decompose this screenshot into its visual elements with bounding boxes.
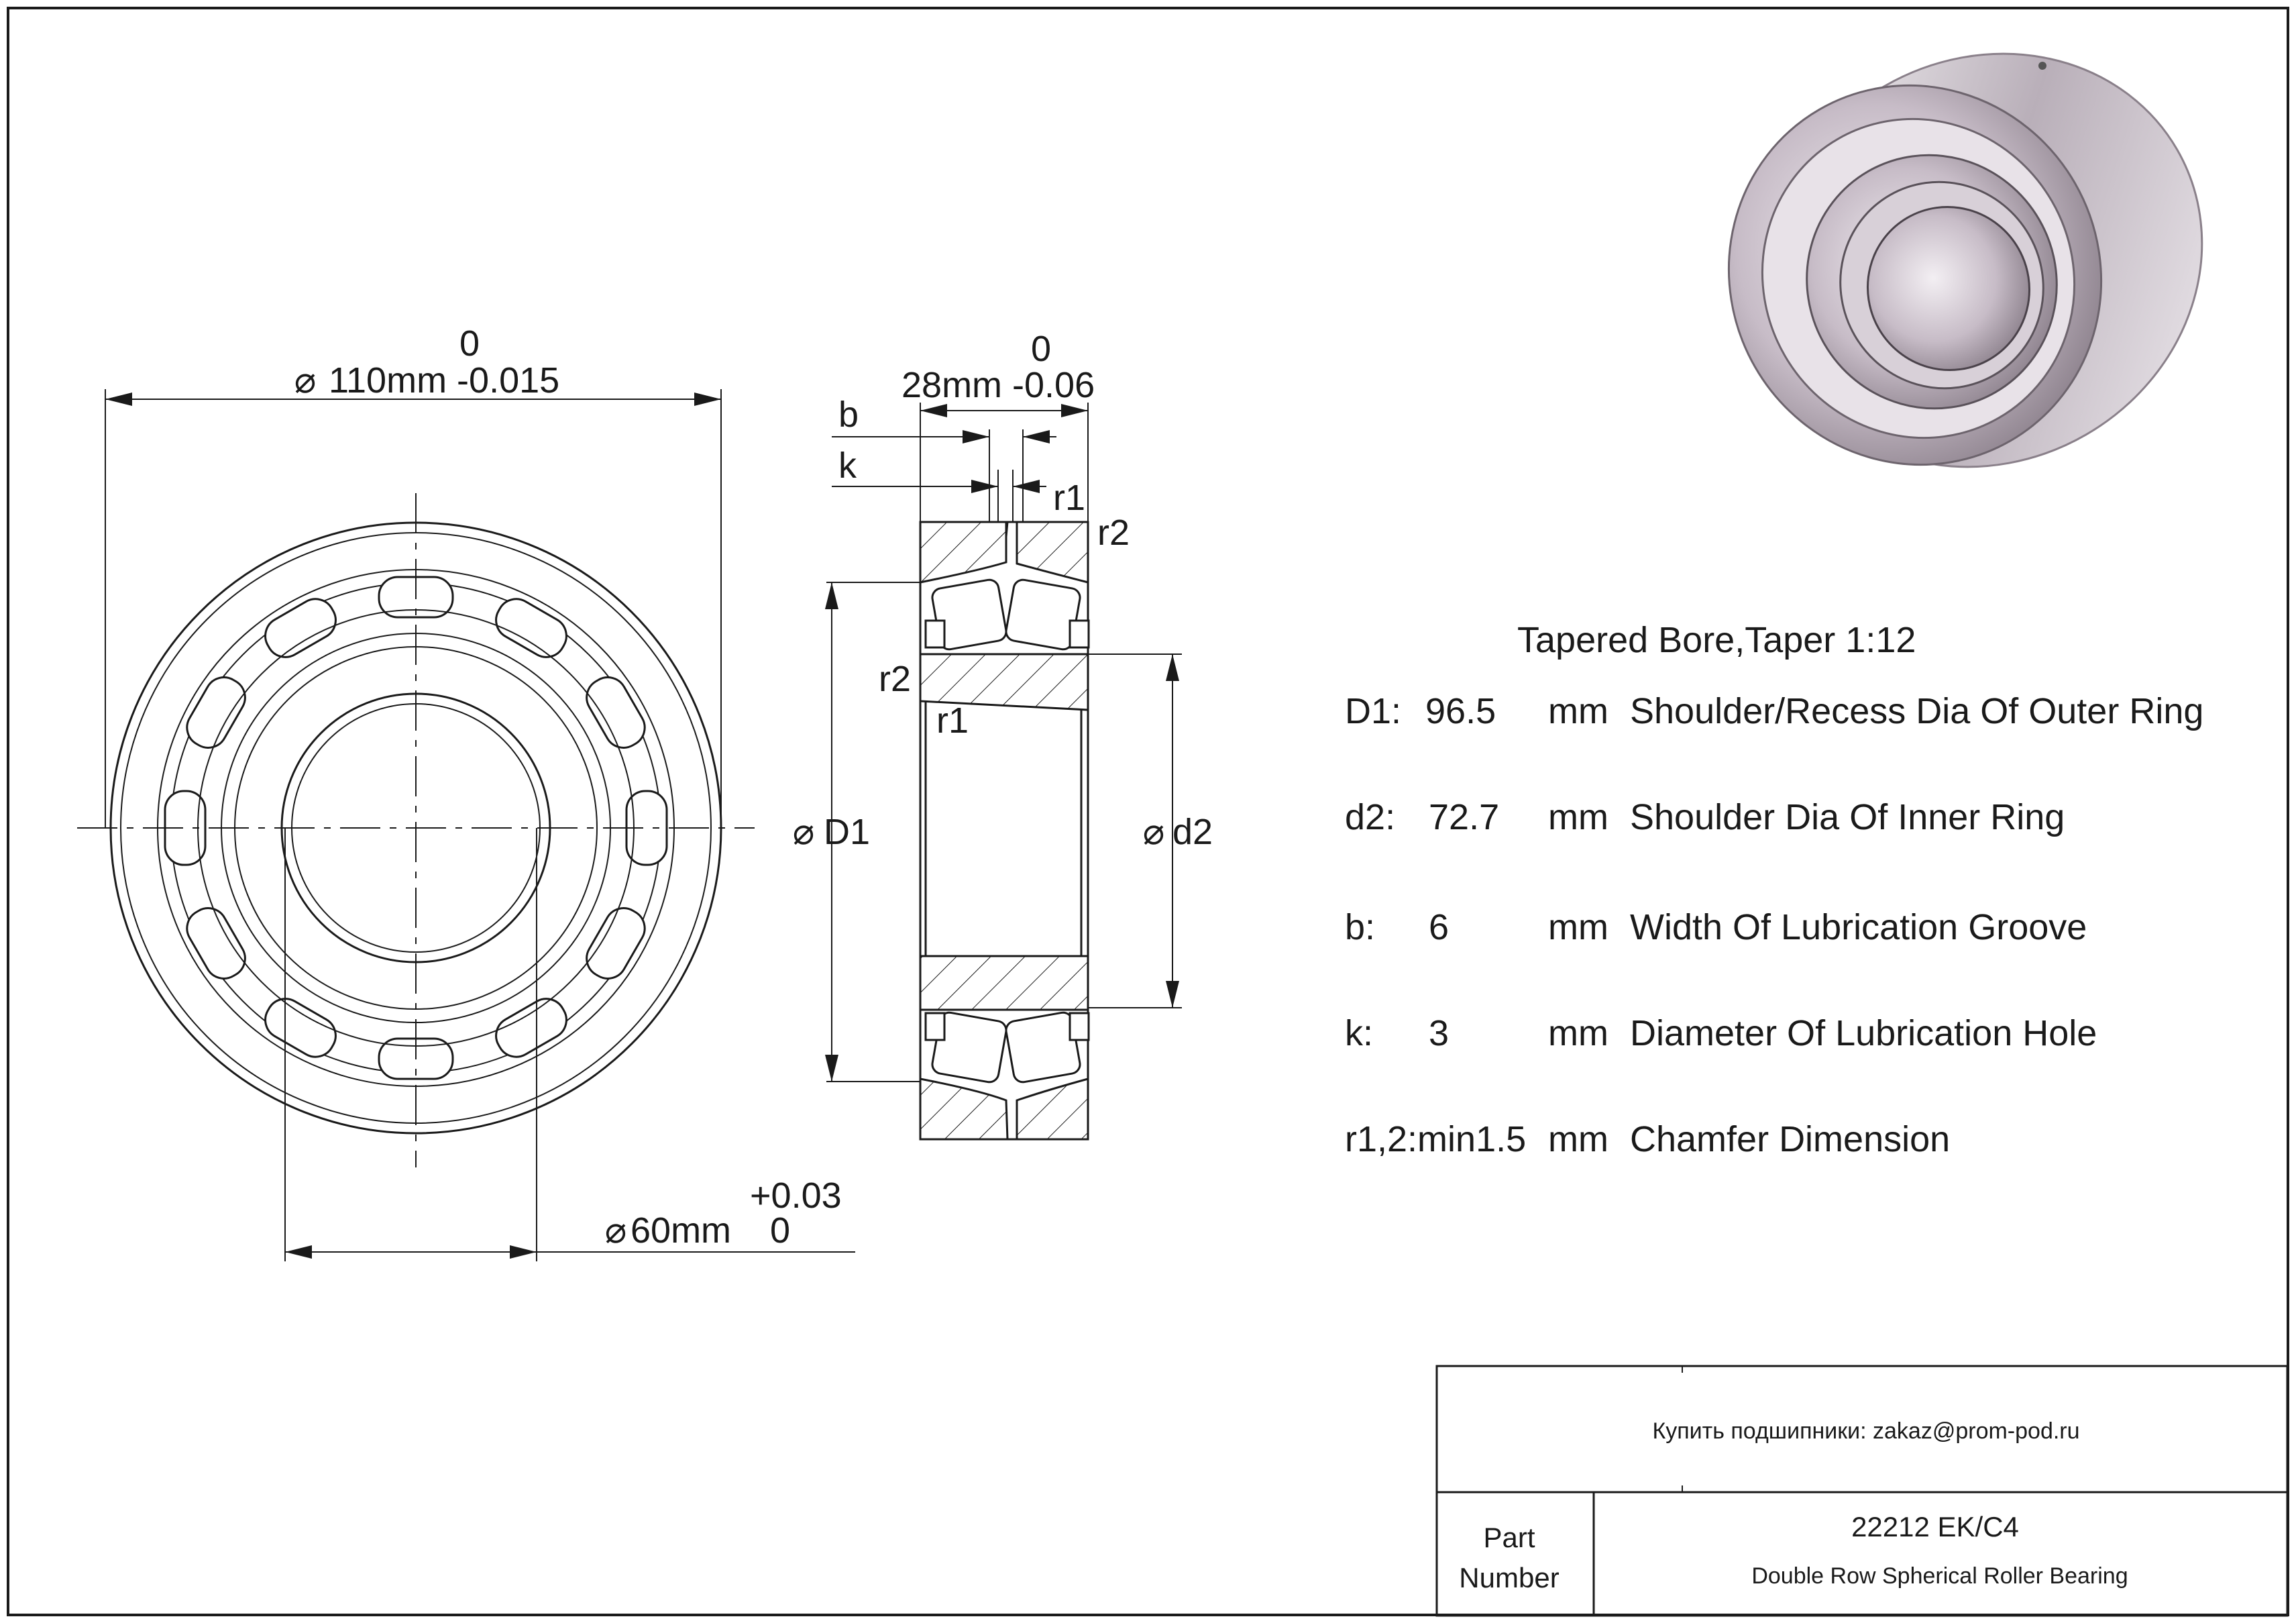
spec-value: 3 bbox=[1429, 1013, 1449, 1053]
front-view bbox=[77, 493, 755, 1167]
spec-value: 96.5 bbox=[1425, 691, 1496, 731]
diameter-symbol-icon: ⌀ bbox=[793, 812, 815, 852]
r1-top-label: r1 bbox=[1053, 478, 1085, 518]
spec-unit: mm bbox=[1548, 907, 1608, 947]
spec-key: D1: bbox=[1345, 691, 1401, 731]
outer-ring-bottom-section bbox=[919, 1078, 1009, 1141]
spec-key: d2: bbox=[1345, 797, 1395, 837]
diameter-symbol-icon: ⌀ bbox=[294, 360, 317, 401]
bore-tol-lower: 0 bbox=[770, 1210, 790, 1251]
side-view bbox=[919, 521, 1090, 1141]
b-label: b bbox=[838, 395, 859, 435]
outer-ring-top-section bbox=[919, 521, 1009, 584]
title-block: Купить подшипники: zakaz@prom-pod.ru Par… bbox=[1435, 1365, 2289, 1617]
d2-label: d2 bbox=[1172, 812, 1213, 852]
front-rollers bbox=[164, 576, 668, 1080]
specifications-table: Tapered Bore,Taper 1:12 D1: 96.5 mm Shou… bbox=[1345, 620, 2203, 1159]
r2-top-label: r2 bbox=[1097, 513, 1130, 553]
bore-dimension: +0.03 ⌀ 60mm 0 bbox=[284, 828, 855, 1261]
k-label: k bbox=[838, 446, 857, 486]
spec-description: Diameter Of Lubrication Hole bbox=[1630, 1013, 2097, 1053]
outer-dia-label: 110mm -0.015 bbox=[329, 360, 559, 401]
spec-description: Chamfer Dimension bbox=[1630, 1119, 1950, 1159]
width-dimension: 0 28mm -0.06 bbox=[901, 329, 1095, 522]
spec-value: 72.7 bbox=[1429, 797, 1499, 837]
spec-key: b: bbox=[1345, 907, 1375, 947]
side-rollers-bottom bbox=[924, 1011, 1090, 1084]
contact-line: Купить подшипники: zakaz@prom-pod.ru bbox=[1652, 1418, 2079, 1444]
width-label: 28mm -0.06 bbox=[901, 365, 1095, 405]
part-description: Double Row Spherical Roller Bearing bbox=[1751, 1563, 2128, 1589]
bearing-3d-render-icon bbox=[1727, 52, 2203, 468]
spec-value: 6 bbox=[1429, 907, 1449, 947]
side-rollers-top bbox=[924, 578, 1090, 651]
groove-dimensions: b k r1 r2 r2 r1 bbox=[832, 395, 1130, 741]
taper-note: Tapered Bore,Taper 1:12 bbox=[1517, 620, 1916, 660]
spec-description: Width Of Lubrication Groove bbox=[1630, 907, 2087, 947]
part-number: 22212 EK/C4 bbox=[1851, 1511, 2019, 1542]
inner-ring-top-section bbox=[919, 653, 1089, 711]
diameter-symbol-icon: ⌀ bbox=[605, 1210, 627, 1251]
r2-left-label: r2 bbox=[879, 659, 911, 699]
r1-left-label: r1 bbox=[936, 700, 969, 741]
bore-label: 60mm bbox=[631, 1210, 731, 1251]
spec-unit: mm bbox=[1548, 691, 1608, 731]
inner-ring-bottom-section bbox=[919, 955, 1089, 1011]
spec-unit: mm bbox=[1548, 1119, 1608, 1159]
bore-tol-upper: +0.03 bbox=[750, 1175, 842, 1216]
outer-dia-tol-upper: 0 bbox=[459, 323, 480, 364]
spec-unit: mm bbox=[1548, 1013, 1608, 1053]
width-tol-upper: 0 bbox=[1031, 329, 1051, 369]
d2-dimension: ⌀ d2 bbox=[1088, 653, 1213, 1008]
diameter-symbol-icon: ⌀ bbox=[1143, 812, 1165, 852]
spec-key: r1,2:min1.5 bbox=[1345, 1119, 1526, 1159]
D1-label: D1 bbox=[824, 812, 870, 852]
spec-description: Shoulder Dia Of Inner Ring bbox=[1630, 797, 2065, 837]
sheet-border bbox=[7, 7, 2289, 1616]
part-label: Part bbox=[1483, 1522, 1535, 1553]
spec-unit: mm bbox=[1548, 797, 1608, 837]
D1-dimension: ⌀ D1 bbox=[793, 582, 920, 1082]
outer-diameter-dimension: 0 ⌀ 110mm -0.015 bbox=[105, 323, 722, 828]
part-label-number: Number bbox=[1459, 1562, 1559, 1593]
spec-key: k: bbox=[1345, 1013, 1373, 1053]
spec-description: Shoulder/Recess Dia Of Outer Ring bbox=[1630, 691, 2203, 731]
